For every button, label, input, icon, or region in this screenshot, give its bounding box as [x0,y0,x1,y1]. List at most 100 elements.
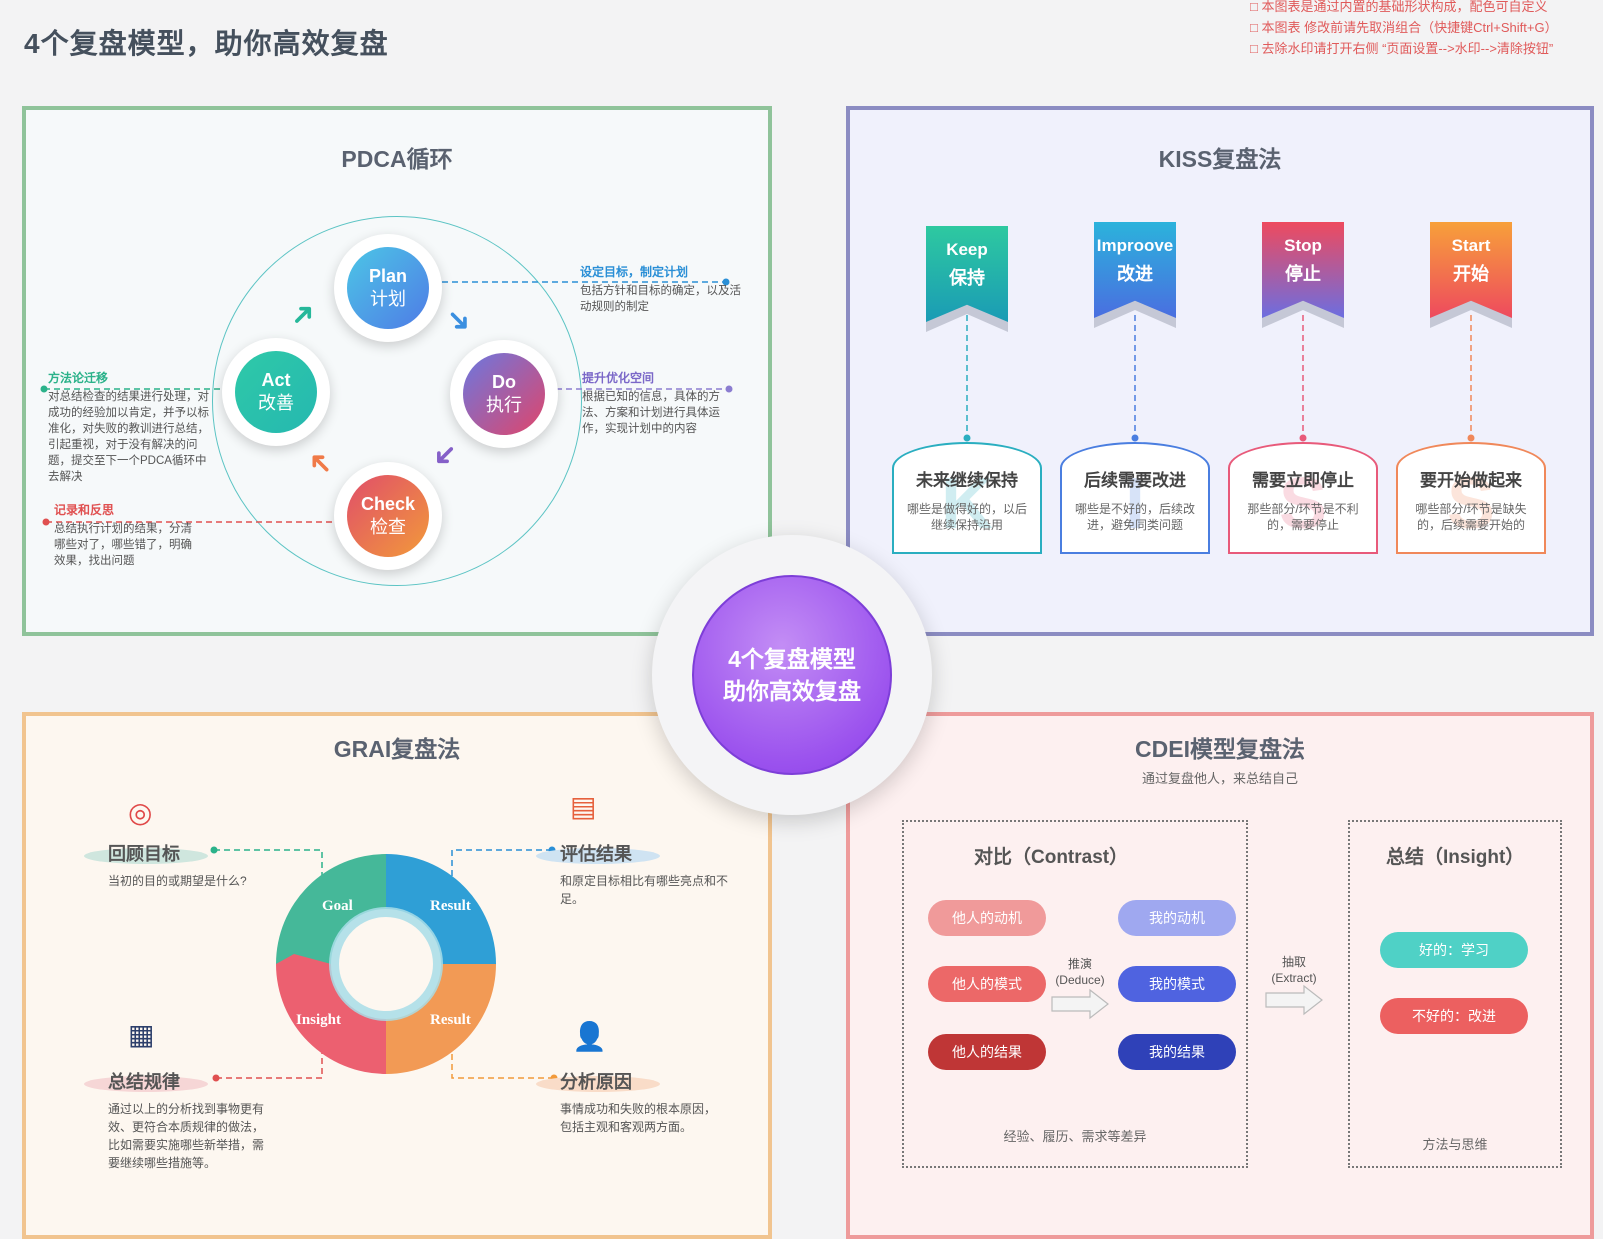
center-line-1: 4个复盘模型 [728,646,856,672]
pdca-note-plan: 设定目标，制定计划 包括方针和目标的确定，以及活动规则的制定 [580,264,748,315]
deduce-en: (Deduce) [1055,973,1105,987]
contrast-box: 对比（Contrast） 他人的动机 他人的模式 他人的结果 我的动机 我的模式… [902,820,1248,1168]
grai-desc-goal: 当初的目的或期望是什么? [108,874,247,888]
note-line: 本图表是通过内置的基础形状构成，配色可自定义 [1250,0,1558,17]
pill-my-pattern: 我的模式 [1118,966,1236,1002]
pdca-node-plan: Plan 计划 [334,234,442,342]
grai-ring-result-2: Result [430,1012,471,1028]
pdca-note-do: 提升优化空间 根据已知的信息，具体的方法、方案和计划进行具体运作，实现计划中的内… [582,370,742,437]
cdei-panel: CDEI模型复盘法 通过复盘他人，来总结自己 对比（Contrast） 他人的动… [846,712,1594,1239]
node-en: Check [360,494,416,514]
center-circle: 4个复盘模型 助你高效复盘 [692,575,892,775]
presentation-board-icon: ▤ [570,791,597,822]
extract-arrow-icon [1265,984,1323,1016]
pdca-note-act: 方法论迁移 对总结检查的结果进行处理，对成功的经验加以肯定，并予以标准化，对失败… [48,370,214,485]
ribbon-en: Stop [1284,236,1322,255]
kiss-letter: I [1124,464,1145,544]
kiss-card-desc: 哪些是不好的，后续改进，避免同类问题 [1074,502,1195,532]
note-desc: 对总结检查的结果进行处理，对成功的经验加以肯定，并予以标准化，对失败的教训进行总… [48,391,209,483]
note-desc: 包括方针和目标的确定，以及活动规则的制定 [580,285,741,313]
kiss-card-stop: S 需要立即停止 那些部分/环节是不利的，需要停止 [1228,442,1378,554]
deduce-label: 推演 (Deduce) [1050,956,1110,988]
kiss-card-head: 未来继续保持 [916,471,1018,490]
label-underlay [84,1076,208,1092]
kiss-ribbon-improve: Improove 改进 [1094,222,1176,318]
kiss-card-head: 后续需要改进 [1084,471,1186,490]
contrast-head: 对比（Contrast） [974,847,1129,868]
template-notes: 本图表是通过内置的基础形状构成，配色可自定义 本图表 修改前请先取消组合（快捷键… [1250,0,1558,59]
pill-other-result: 他人的结果 [928,1034,1046,1070]
pdca-panel: PDCA循环 Plan 计划 Do 执行 Check 检查 Act 改善 [22,106,772,636]
page-title: 4个复盘模型，助你高效复盘 [24,28,389,59]
grai-desc-result: 和原定目标相比有哪些亮点和不足。 [560,874,729,906]
pdca-title: PDCA循环 [341,146,453,172]
extract-cn: 抽取 [1281,955,1306,969]
kiss-card-head: 要开始做起来 [1420,471,1522,490]
note-line: 本图表 修改前请先取消组合（快捷键Ctrl+Shift+G） [1250,17,1557,38]
node-cn: 改善 [258,393,294,413]
pdca-connector-lines [40,278,733,526]
pill-other-pattern: 他人的模式 [928,966,1046,1002]
deduce-arrow-icon [1051,988,1109,1020]
extract-en: (Extract) [1271,971,1317,985]
node-cn: 检查 [370,517,406,537]
person-question-icon: 👤 [572,1021,607,1052]
note-title: 记录和反思 [54,503,115,517]
grai-ring-insight: Insight [296,1012,341,1028]
grai-panel: GRAI复盘法 Goal Result Insight Result ◎ 回顾目… [22,712,772,1239]
ribbon-en: Keep [946,240,988,259]
ribbon-cn: 开始 [1453,264,1489,284]
kiss-card-desc: 哪些是做得好的，以后继续保持沿用 [906,502,1027,532]
kiss-card-keep: K 未来继续保持 哪些是做得好的，以后继续保持沿用 [892,442,1042,554]
center-hub: 4个复盘模型 助你高效复盘 [652,535,932,815]
ribbon-cn: 保持 [949,268,985,288]
contrast-caption: 经验、履历、需求等差异 [1003,1129,1147,1144]
grai-title: GRAI复盘法 [333,736,461,762]
grai-diagram: Goal Result Insight Result [210,846,558,1082]
ribbon-cn: 停止 [1285,264,1321,284]
pdca-node-check: Check 检查 [334,462,442,570]
grai-label-cause: 分析原因 [560,1072,632,1092]
pill-my-motive: 我的动机 [1118,900,1236,936]
node-en: Plan [368,266,407,286]
node-en: Act [261,370,291,390]
insight-box: 总结（Insight） 好的：学习 不好的：改进 方法与思维 [1348,820,1562,1168]
node-en: Do [492,372,516,392]
pill-bad-improve: 不好的：改进 [1380,998,1528,1034]
note-title: 设定目标，制定计划 [580,265,689,279]
grai-label-result: 评估结果 [560,844,632,864]
deduce-cn: 推演 [1067,957,1092,971]
note-line: 去除水印请打开右侧 “页面设置-->水印-->清除按钮” [1250,38,1558,59]
kiss-card-start: S 要开始做起来 哪些部分/环节是缺失的，后续需要开始的 [1396,442,1546,554]
pdca-node-do: Do 执行 [450,340,558,448]
node-cn: 计划 [370,289,406,309]
grai-ring-result: Result [430,898,471,914]
insight-head: 总结（Insight） [1386,847,1525,868]
pdca-cycle-ring [212,216,582,586]
grai-label-goal: 回顾目标 [108,844,180,864]
center-line-2: 助你高效复盘 [723,678,861,704]
node-cn: 执行 [486,395,522,415]
ribbon-en: Improove [1096,236,1174,255]
grai-ring-goal: Goal [322,898,353,914]
pdca-note-check: 记录和反思 总结执行计划的结果，分清哪些对了，哪些错了，明确效果，找出问题 [54,502,202,569]
kiss-letter: K [941,464,993,544]
pill-good-learn: 好的：学习 [1380,932,1528,968]
note-title: 提升优化空间 [582,371,655,385]
ribbon-en: Start [1451,236,1491,255]
kiss-card-head: 需要立即停止 [1252,471,1354,490]
pdca-node-act: Act 改善 [222,338,330,446]
note-desc: 根据已知的信息，具体的方法、方案和计划进行具体运作，实现计划中的内容 [582,391,720,435]
document-icon: ▦ [128,1019,155,1050]
target-icon: ◎ [128,797,153,828]
cdei-subtitle: 通过复盘他人，来总结自己 [1141,771,1298,786]
note-title: 方法论迁移 [48,371,109,385]
cdei-title: CDEI模型复盘法 [1135,736,1305,762]
extract-label: 抽取 (Extract) [1262,954,1326,986]
label-underlay [84,848,208,864]
label-underlay [536,1076,660,1092]
label-underlay [536,848,660,864]
grai-desc-insight: 通过以上的分析找到事物更有效、更符合本质规律的做法，比如需要实施哪些新举措，需要… [108,1102,265,1170]
ribbon-cn: 改进 [1117,264,1153,284]
note-desc: 总结执行计划的结果，分清哪些对了，哪些错了，明确效果，找出问题 [54,523,192,567]
